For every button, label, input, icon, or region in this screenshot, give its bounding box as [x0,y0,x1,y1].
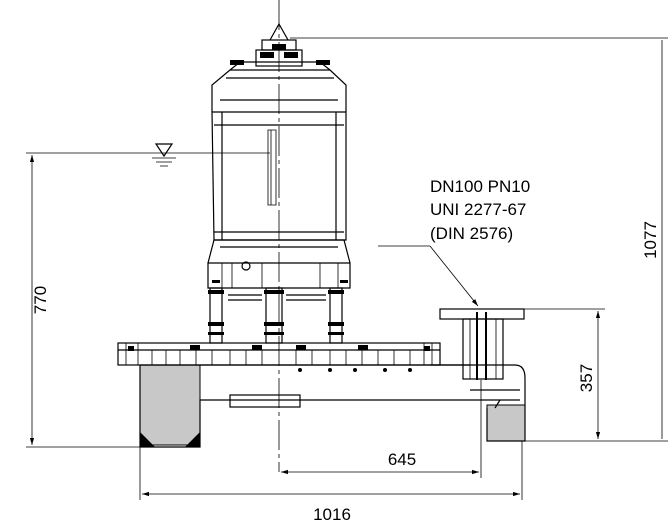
discharge-pipe [430,364,526,442]
dimension-axis-to-outlet-label: 645 [388,450,416,469]
support-columns [208,287,344,344]
dimension-total-width-label: 1016 [313,505,351,524]
dimension-total-height [290,37,668,442]
dimension-water-level-label: 770 [31,286,50,314]
dimension-total-height-label: 1077 [641,221,660,259]
flange-note-line2: UNI 2277-67 [430,200,526,219]
dimension-total-width [139,441,523,500]
flange-leader [378,245,479,307]
dimension-water-level [26,152,270,448]
dimension-outlet-height [524,308,605,439]
outlet-flange [439,308,525,380]
flange-note-line1: DN100 PN10 [430,177,530,196]
dimension-axis-to-outlet [281,380,482,478]
flange-note-line3: (DIN 2576) [430,224,513,243]
water-level-symbol [152,143,176,167]
dimension-outlet-height-label: 357 [577,364,596,392]
